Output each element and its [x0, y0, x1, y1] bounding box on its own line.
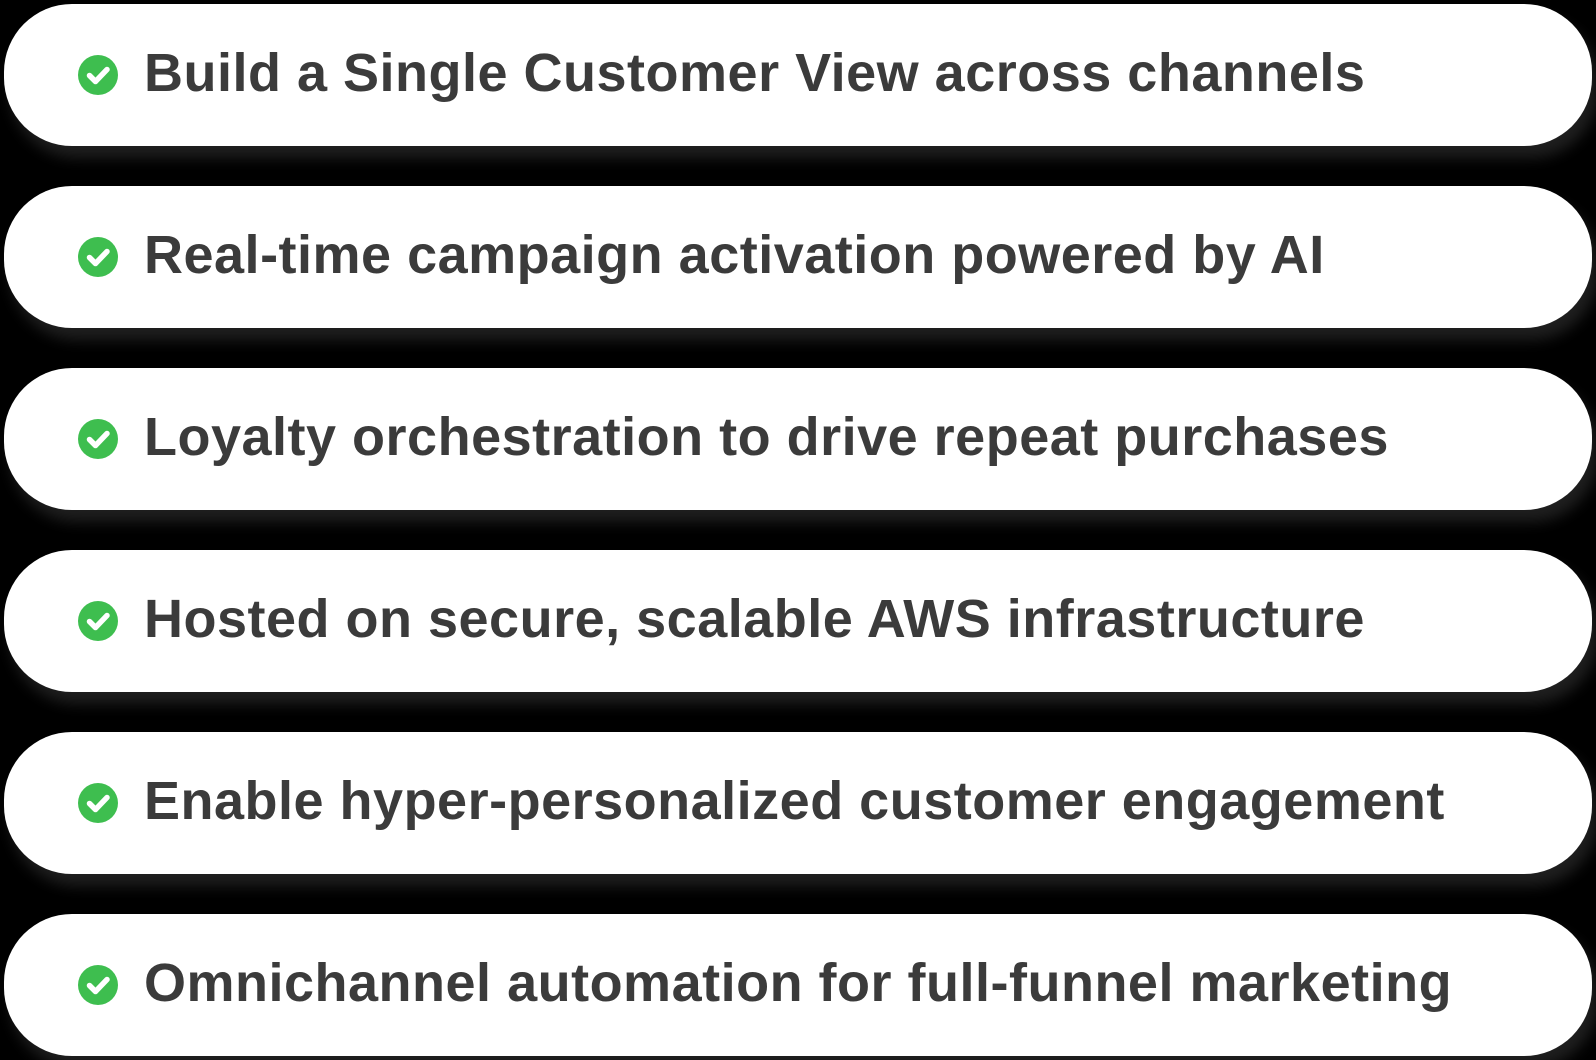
feature-label: Enable hyper-personalized customer engag… [144, 771, 1445, 831]
check-circle-icon [78, 965, 118, 1005]
feature-label: Omnichannel automation for full-funnel m… [144, 953, 1453, 1013]
feature-label: Loyalty orchestration to drive repeat pu… [144, 407, 1389, 467]
check-circle-icon [78, 783, 118, 823]
feature-card: Loyalty orchestration to drive repeat pu… [4, 368, 1592, 510]
check-circle-icon [78, 55, 118, 95]
feature-label: Hosted on secure, scalable AWS infrastru… [144, 589, 1365, 649]
check-circle-icon [78, 601, 118, 641]
feature-card: Omnichannel automation for full-funnel m… [4, 914, 1592, 1056]
feature-card: Enable hyper-personalized customer engag… [4, 732, 1592, 874]
check-circle-icon [78, 237, 118, 277]
check-circle-icon [78, 419, 118, 459]
feature-label: Build a Single Customer View across chan… [144, 43, 1366, 103]
feature-card: Build a Single Customer View across chan… [4, 4, 1592, 146]
feature-card: Real-time campaign activation powered by… [4, 186, 1592, 328]
feature-label: Real-time campaign activation powered by… [144, 225, 1325, 285]
feature-card: Hosted on secure, scalable AWS infrastru… [4, 550, 1592, 692]
